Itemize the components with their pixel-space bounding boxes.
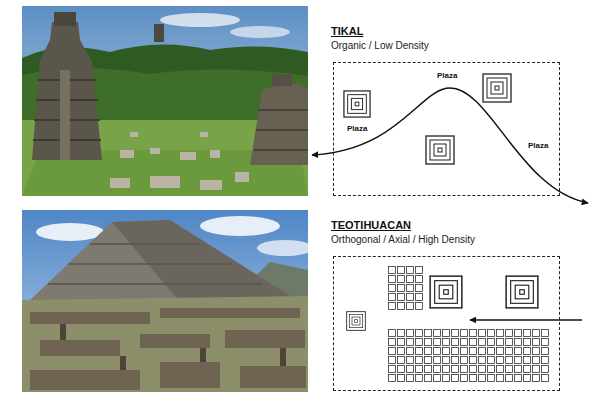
temple-symbol [506, 276, 538, 308]
temple-symbol [430, 276, 462, 308]
temple-symbol [347, 312, 366, 331]
plaza-label: Plaza [346, 125, 368, 134]
site-subtitle: Orthogonal / Axial / High Density [331, 234, 475, 246]
axis-arrow [470, 319, 582, 321]
site-title: TEOTIHUACAN [331, 219, 411, 232]
site-plan-frame: TEOTIHUACANOrthogonal / Axial / High Den… [333, 256, 560, 391]
temple-symbol [426, 136, 454, 164]
route-curve [312, 88, 588, 203]
temple-symbol [344, 91, 370, 117]
plaza-label: Plaza [436, 72, 458, 81]
teotihuacan-photo [22, 210, 313, 392]
housing-grid [388, 329, 550, 383]
teotihuacan-schematic [347, 266, 582, 383]
tikal-schematic [312, 74, 588, 203]
site-subtitle: Organic / Low Density [331, 40, 429, 52]
plaza-label: Plaza [527, 142, 549, 151]
tikal-photo [22, 6, 308, 196]
housing-grid [388, 266, 424, 311]
temple-symbol [483, 74, 511, 102]
site-title: TIKAL [331, 25, 363, 38]
